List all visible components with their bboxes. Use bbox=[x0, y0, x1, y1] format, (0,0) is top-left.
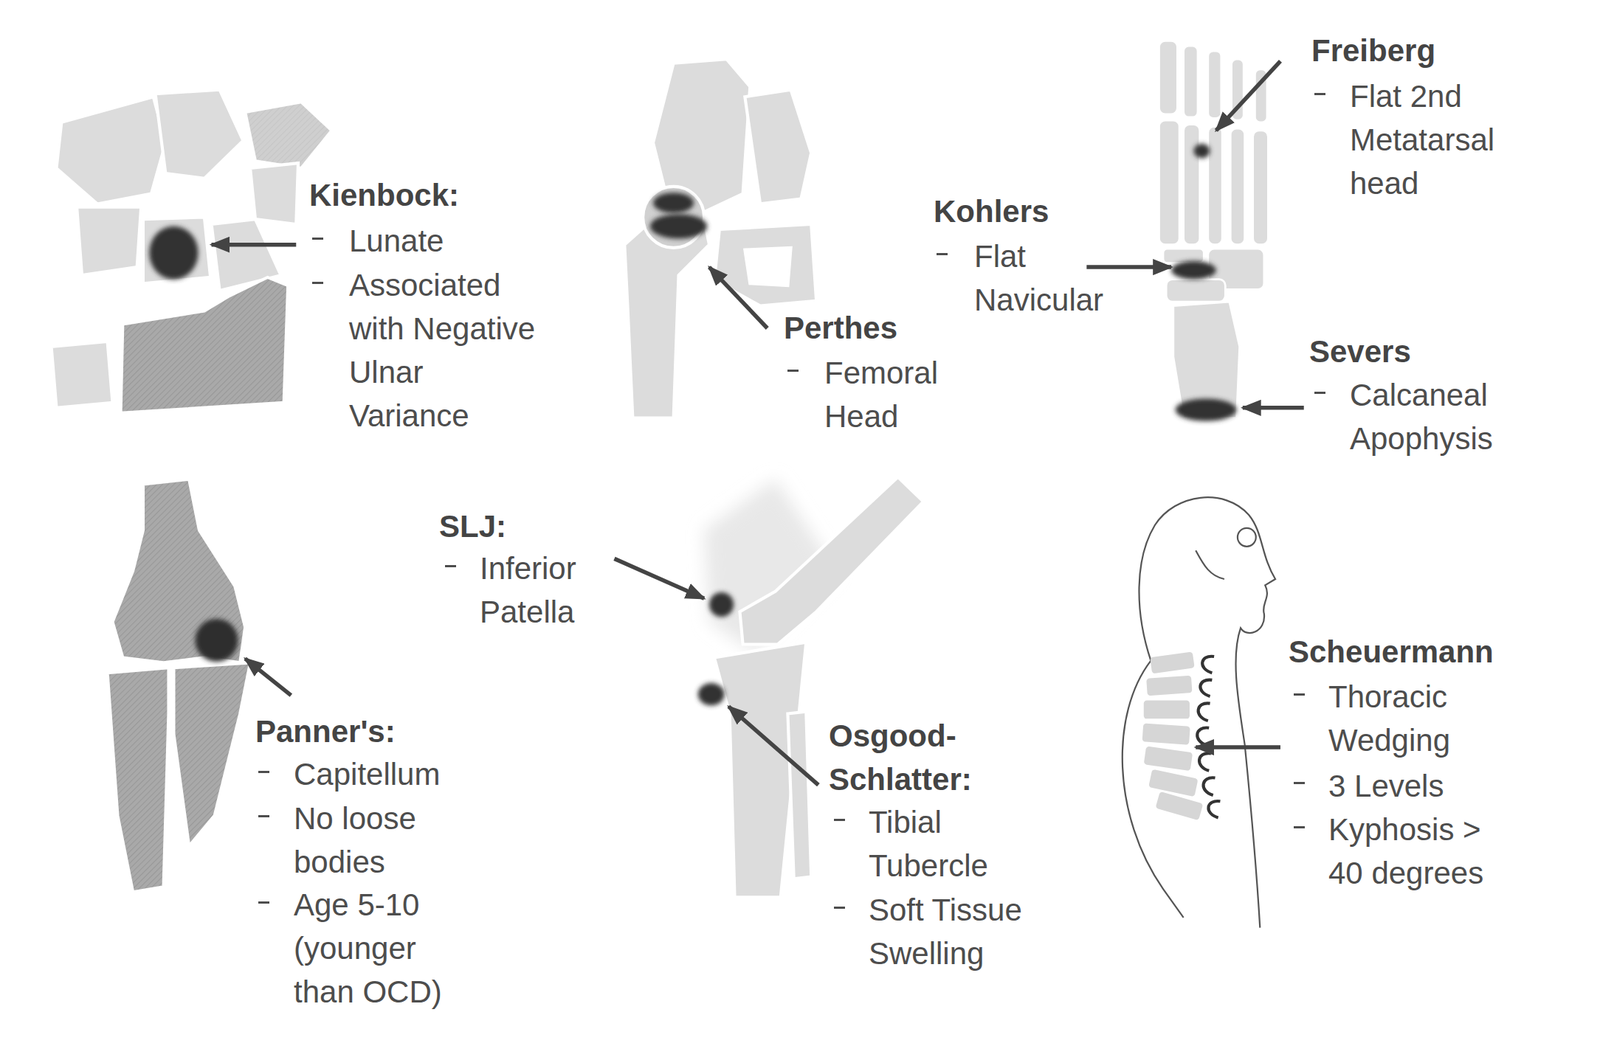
condition-name: Kohlers bbox=[933, 189, 1049, 234]
feature-note: Calcaneal Apophysis bbox=[1349, 373, 1505, 461]
leader-arrow bbox=[211, 242, 297, 248]
bullet-dash bbox=[312, 237, 324, 240]
feature-note: Flat 2nd Metatarsal head bbox=[1349, 74, 1505, 206]
bullet-dash bbox=[258, 771, 270, 774]
leader-arrow bbox=[1195, 745, 1281, 750]
feature-note: Kyphosis > 40 degrees bbox=[1328, 808, 1512, 896]
condition-name: Severs bbox=[1309, 329, 1412, 374]
leader-arrow bbox=[1086, 264, 1172, 270]
feature-note: No loose bodies bbox=[293, 797, 462, 885]
bullet-dash bbox=[1293, 826, 1305, 829]
feature-note: 3 Levels bbox=[1328, 764, 1444, 809]
feature-note: Inferior Patella bbox=[479, 546, 604, 634]
wrist-bones bbox=[51, 90, 333, 414]
condition-name: Scheuermann bbox=[1288, 630, 1494, 674]
feature-note: Thoracic Wedging bbox=[1328, 675, 1515, 763]
lesion-spot bbox=[709, 592, 734, 617]
lesion-spot bbox=[1193, 143, 1210, 158]
body-outline bbox=[1122, 497, 1276, 928]
feature-note: Femoral Head bbox=[824, 351, 949, 439]
feature-note: Lunate bbox=[349, 219, 444, 263]
condition-name: Osgood-Schlatter: bbox=[828, 714, 984, 802]
bullet-dash bbox=[312, 281, 324, 285]
condition-name: Freiberg bbox=[1311, 28, 1436, 73]
bullet-dash bbox=[1293, 693, 1305, 696]
bullet-dash bbox=[833, 819, 846, 822]
feature-note: Flat Navicular bbox=[974, 234, 1114, 322]
leader-arrow bbox=[709, 267, 768, 329]
bullet-dash bbox=[445, 565, 457, 568]
hip-bones bbox=[624, 59, 817, 418]
elbow-bones bbox=[107, 479, 251, 893]
feature-note: Associated with Negative Ulnar Variance bbox=[349, 263, 545, 438]
feature-note: Soft Tissue Swelling bbox=[868, 888, 1037, 976]
leader-arrow bbox=[1242, 405, 1305, 411]
vertebrae bbox=[1142, 651, 1221, 821]
lesion-spot bbox=[1171, 261, 1217, 280]
lesion-spot bbox=[1175, 398, 1237, 421]
bullet-dash bbox=[787, 369, 799, 372]
lesion-spot bbox=[650, 214, 708, 239]
lesion-spot bbox=[194, 619, 238, 662]
condition-name: SLJ: bbox=[439, 504, 507, 549]
condition-name: Perthes bbox=[783, 306, 898, 350]
bullet-dash bbox=[1293, 782, 1305, 785]
bullet-dash bbox=[1314, 391, 1326, 395]
feature-note: Age 5-10 (younger than OCD) bbox=[293, 883, 462, 1015]
bullet-dash bbox=[1314, 92, 1326, 96]
bullet-dash bbox=[936, 253, 948, 256]
lesion-spot bbox=[653, 192, 694, 214]
lesion-spot bbox=[698, 683, 725, 706]
bullet-dash bbox=[833, 907, 846, 910]
leader-arrow bbox=[614, 558, 705, 599]
leader-arrow bbox=[1216, 61, 1281, 131]
feature-note: Capitellum bbox=[293, 752, 440, 797]
leader-arrow bbox=[728, 707, 819, 786]
leader-arrow bbox=[245, 659, 291, 696]
feature-note: Tibial Tubercle bbox=[868, 800, 1037, 888]
foot-bones bbox=[1158, 40, 1268, 418]
lesion-spot bbox=[149, 226, 198, 280]
condition-name: Kienbock: bbox=[309, 173, 460, 217]
condition-name: Panner's: bbox=[255, 709, 396, 754]
bullet-dash bbox=[258, 815, 270, 818]
bullet-dash bbox=[258, 901, 270, 905]
